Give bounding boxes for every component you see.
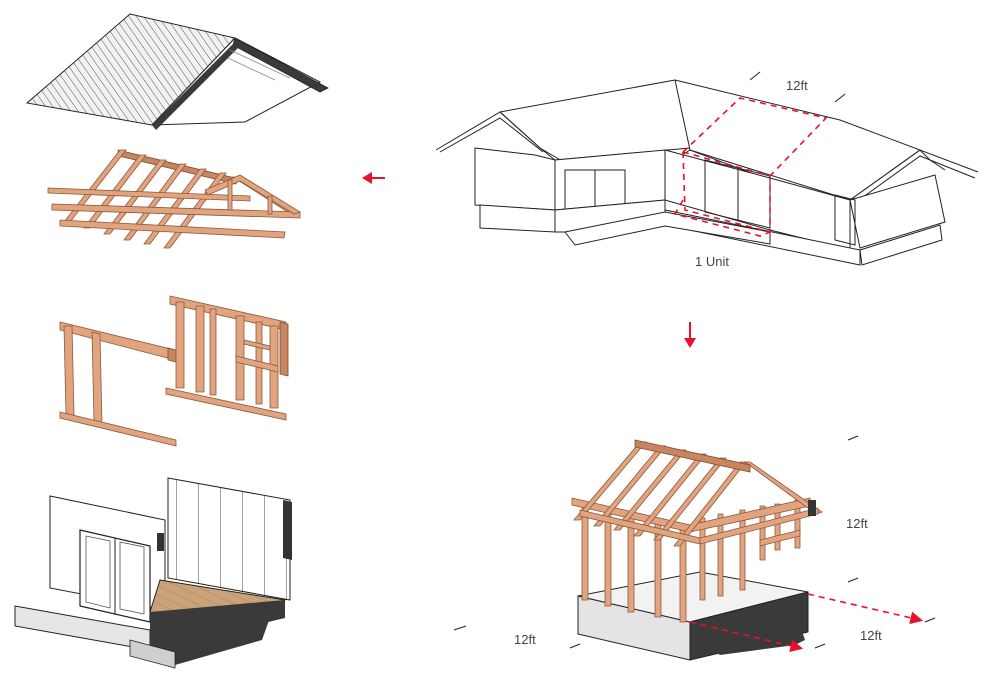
unit-outline-dashed bbox=[673, 97, 828, 237]
label-unit-width: 12ft bbox=[786, 78, 808, 93]
label-frame-width: 12ft bbox=[514, 632, 536, 647]
roof-panel bbox=[25, 13, 329, 130]
arrow-left-icon bbox=[362, 172, 385, 184]
label-frame-depth: 12ft bbox=[860, 628, 882, 643]
wall-frame-left bbox=[59, 321, 177, 447]
wall-frame-right bbox=[165, 295, 289, 421]
house-outline bbox=[435, 71, 979, 266]
label-frame-height: 12ft bbox=[846, 516, 868, 531]
finished-unit bbox=[14, 477, 292, 669]
label-one-unit: 1 Unit bbox=[695, 254, 729, 269]
framed-unit bbox=[453, 435, 936, 661]
roof-rafters bbox=[573, 439, 823, 547]
roof-framing bbox=[47, 149, 301, 249]
arrow-down-icon bbox=[684, 322, 696, 348]
